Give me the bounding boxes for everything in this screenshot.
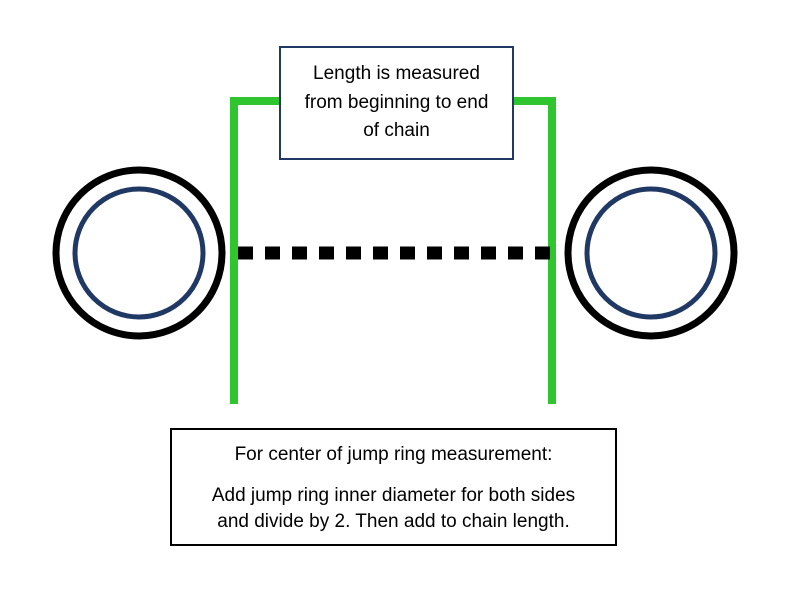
length-label-text: Length is measured from beginning to end… xyxy=(304,63,489,142)
length-label-box: Length is measured from beginning to end… xyxy=(279,46,514,160)
right-jump-ring-inner-circle xyxy=(584,186,718,320)
left-jump-ring-inner-circle xyxy=(72,186,206,320)
jump-ring-note-body: Add jump ring inner diameter for both si… xyxy=(211,484,576,533)
jump-ring-note-title: For center of jump ring measurement: xyxy=(234,444,553,465)
jump-ring-note-box: For center of jump ring measurement: Add… xyxy=(170,428,617,546)
